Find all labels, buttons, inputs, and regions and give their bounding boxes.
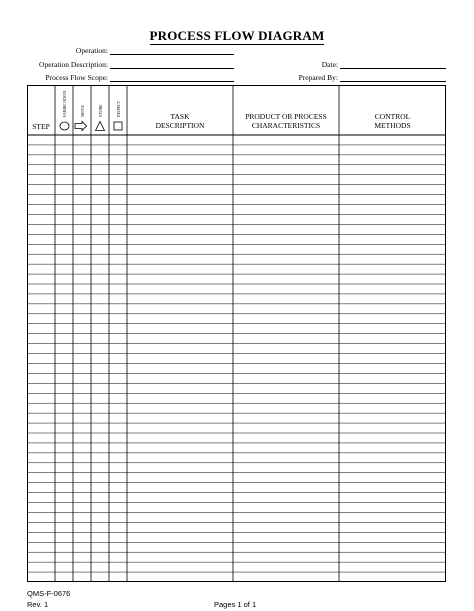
operation-field[interactable] <box>110 54 234 55</box>
inspect-square-icon <box>113 121 123 131</box>
operation-description-label: Operation Description: <box>39 60 108 69</box>
control-methods-header-line2: METHODS <box>374 120 411 130</box>
move-header: MOVE <box>80 105 85 117</box>
page-count: Pages 1 of 1 <box>214 600 257 609</box>
process-flow-scope-field[interactable] <box>110 81 234 82</box>
table-grid <box>27 85 446 582</box>
operation-description-field[interactable] <box>110 68 234 69</box>
form-number: QMS-F-0676 <box>27 589 71 598</box>
operation-label: Operation: <box>75 46 108 55</box>
fabrication-header: FABRICATION <box>62 90 67 117</box>
prepared-by-label: Prepared By: <box>298 73 338 82</box>
step-header: STEP <box>32 122 50 131</box>
date-label: Date: <box>321 60 338 69</box>
process-flow-table: FABRICATION MOVE STORE INSPECT STEP TASK… <box>27 85 446 582</box>
process-flow-scope-label: Process Flow Scope: <box>45 73 109 82</box>
control-methods-header: CONTROL METHODS <box>339 112 446 130</box>
revision: Rev. 1 <box>27 600 49 609</box>
product-characteristics-header-line2: CHARACTERISTICS <box>251 120 321 130</box>
task-description-header-line1: TASK <box>170 112 190 121</box>
control-methods-header-line1: CONTROL <box>374 112 411 121</box>
store-triangle-icon <box>94 120 106 131</box>
task-description-header-line2: DESCRIPTION <box>155 120 205 130</box>
product-characteristics-header-line1: PRODUCT OR PROCESS <box>245 112 327 121</box>
task-description-header: TASK DESCRIPTION <box>127 112 233 130</box>
date-field[interactable] <box>340 68 446 69</box>
store-header: STORE <box>98 104 103 117</box>
prepared-by-field[interactable] <box>340 81 446 82</box>
move-arrow-icon <box>74 120 88 132</box>
fabrication-circle-icon <box>59 121 70 131</box>
inspect-header: INSPECT <box>116 100 121 117</box>
page-title: PROCESS FLOW DIAGRAM <box>149 28 325 45</box>
table-border <box>27 85 446 582</box>
product-characteristics-header: PRODUCT OR PROCESS CHARACTERISTICS <box>233 112 339 130</box>
